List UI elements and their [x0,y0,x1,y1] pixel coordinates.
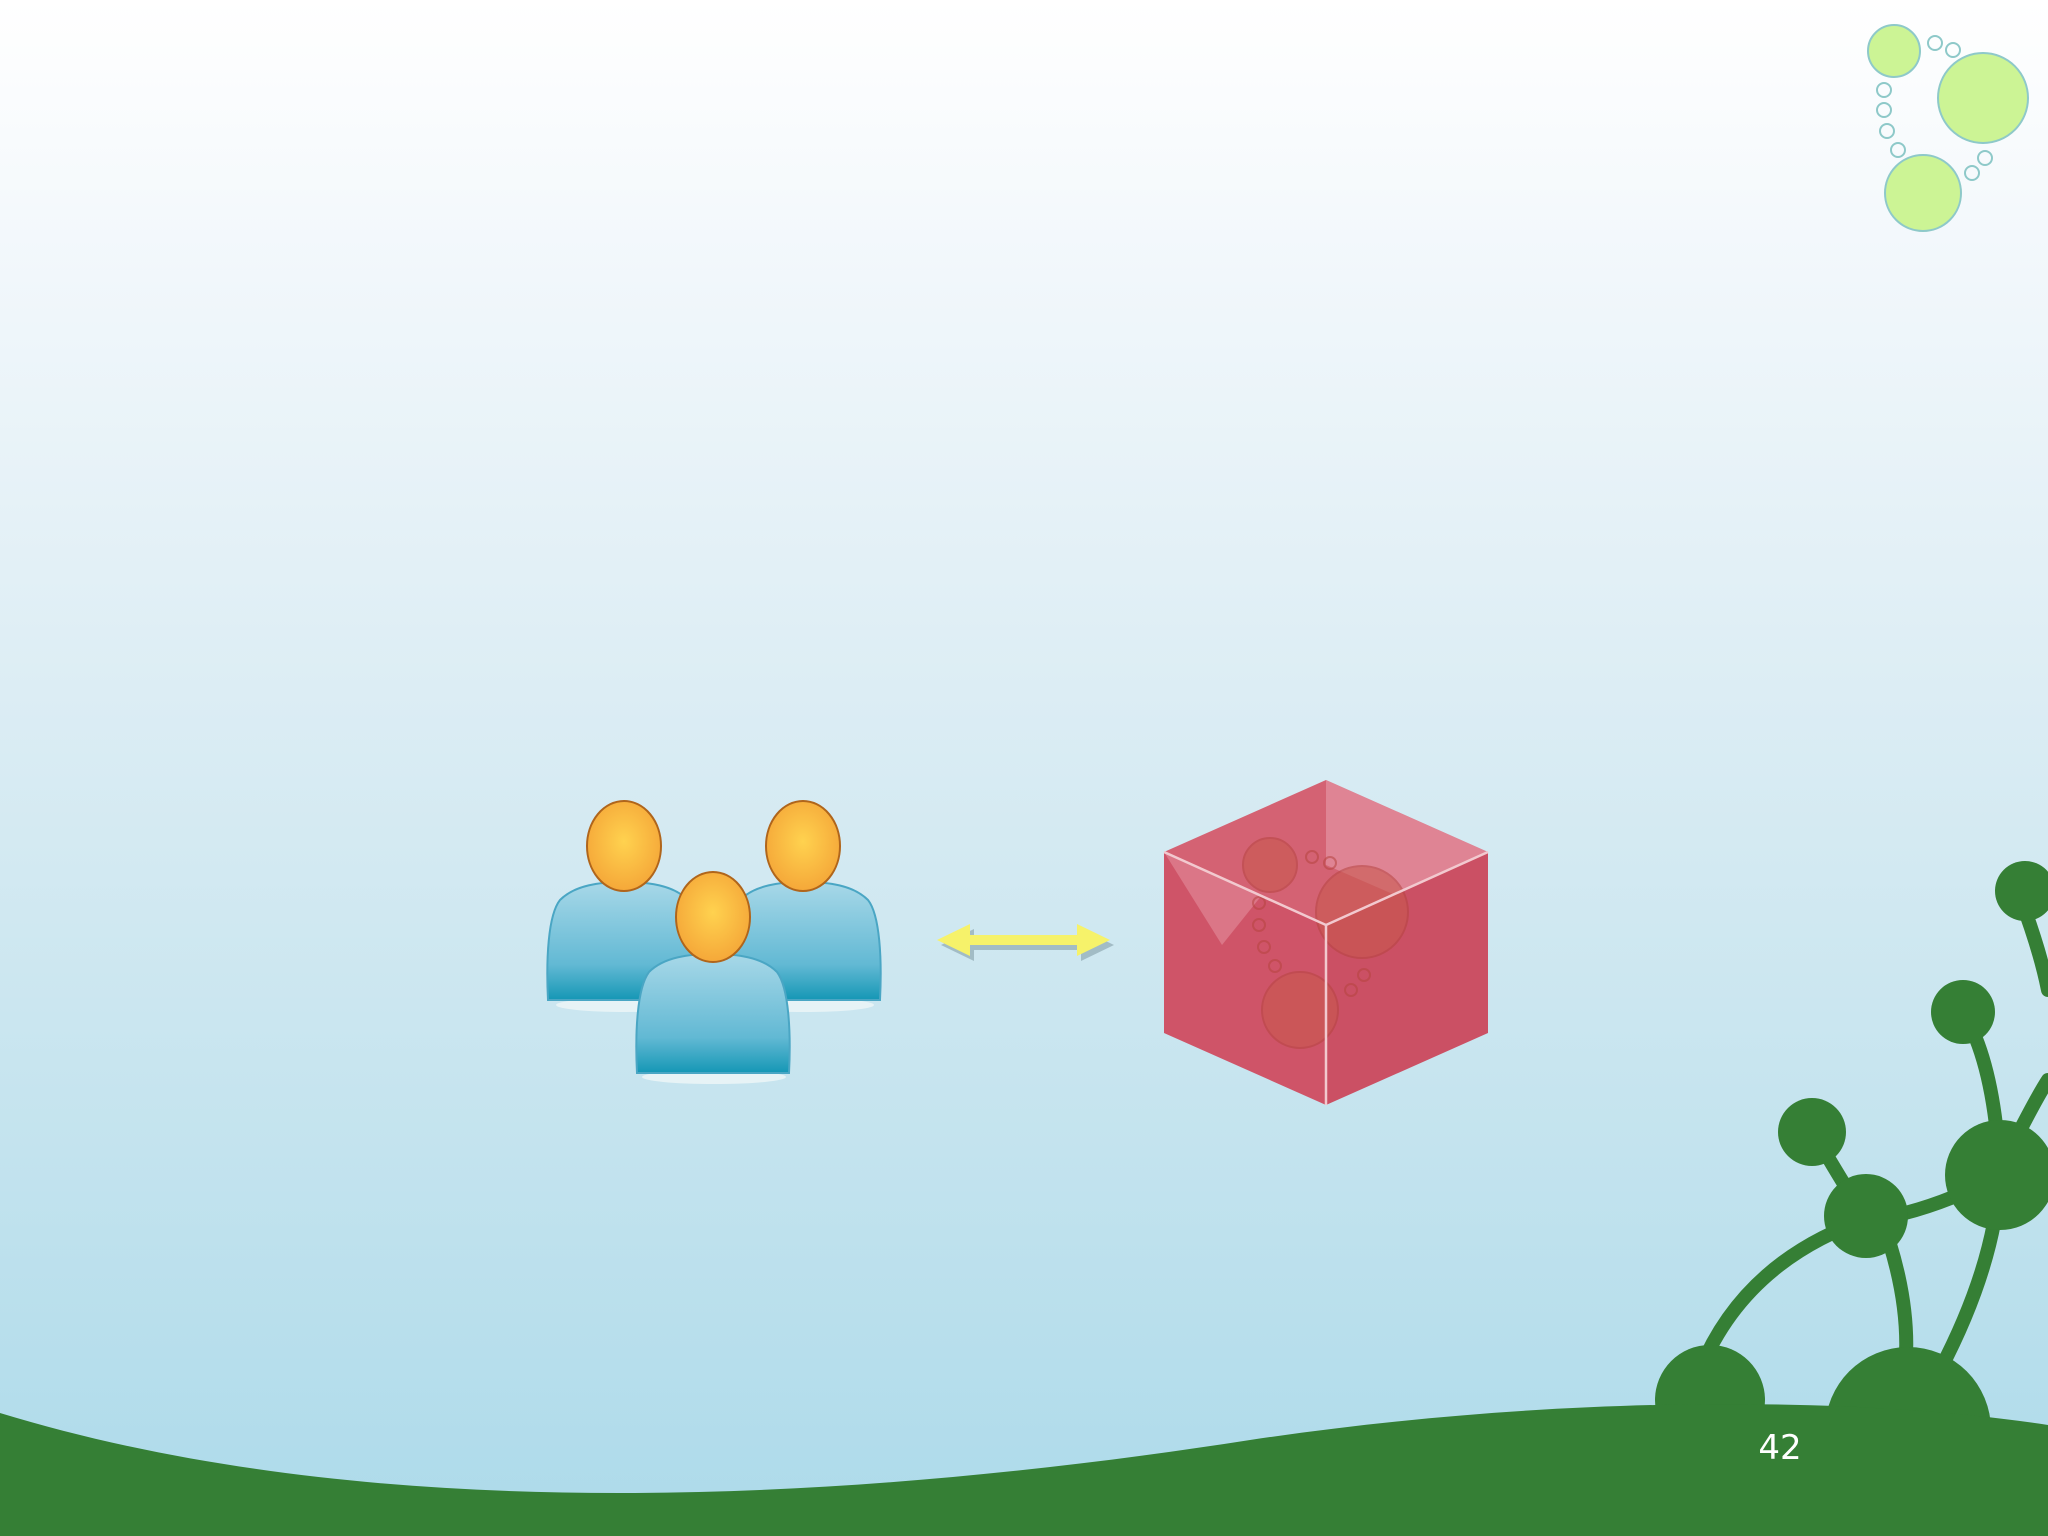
page-number: 42 [1758,1428,1802,1468]
